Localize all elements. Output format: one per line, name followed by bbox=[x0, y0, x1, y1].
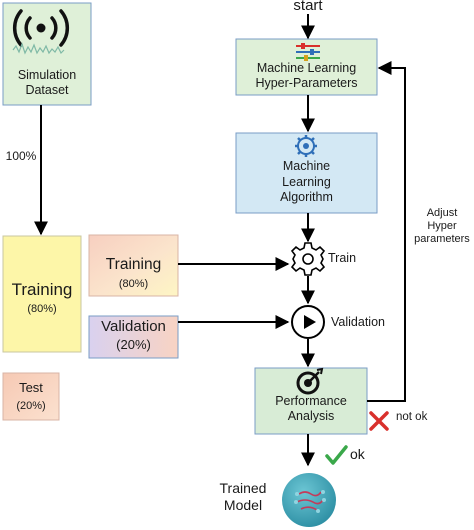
hyper-line-2: Hyper-Parameters bbox=[255, 76, 358, 90]
validation-sub-label: Validation (20%) bbox=[89, 318, 178, 353]
performance-line-2: Analysis bbox=[287, 409, 335, 423]
start-label: start bbox=[293, 0, 323, 14]
hyper-line-1: Machine Learning bbox=[256, 61, 357, 75]
ml-algorithm-label: Machine Learning Algorithm bbox=[236, 159, 377, 206]
performance-label: Performance Analysis bbox=[255, 394, 367, 424]
dataset-line-2: Dataset bbox=[25, 83, 69, 97]
algo-line-2: Learning bbox=[282, 174, 331, 189]
validation-sub-percent: (20%) bbox=[116, 337, 151, 352]
training-main-box bbox=[2, 235, 82, 353]
validation-sub-box bbox=[88, 315, 179, 359]
green-check-icon bbox=[325, 445, 348, 465]
training-sub-label: Training (80%) bbox=[89, 256, 178, 291]
test-box bbox=[2, 372, 60, 421]
training-sub-title: Training bbox=[105, 256, 162, 273]
validation-label: Validation bbox=[331, 315, 385, 329]
not-ok-label: not ok bbox=[396, 411, 428, 423]
training-main-title: Training bbox=[11, 280, 73, 299]
ok-label: ok bbox=[350, 446, 365, 462]
adjust-line-2: Hyper bbox=[427, 220, 457, 233]
trained-model-label: Trained Model bbox=[206, 480, 280, 514]
adjust-line-3: parameters bbox=[414, 233, 470, 246]
adjust-line-1: Adjust bbox=[426, 207, 458, 219]
training-sub-box bbox=[88, 234, 179, 297]
slider-controls-icon bbox=[296, 43, 320, 61]
model-line-2: Model bbox=[223, 496, 263, 513]
performance-line-1: Performance bbox=[275, 394, 347, 408]
validation-sub-title: Validation bbox=[101, 318, 166, 335]
algo-line-1: Machine bbox=[282, 159, 331, 173]
test-title: Test bbox=[19, 380, 43, 395]
arrow-feedback-loop bbox=[367, 61, 406, 402]
simulation-dataset-label: Simulation Dataset bbox=[3, 68, 91, 98]
wireless-signal-icon bbox=[12, 9, 69, 55]
split-percent-label: 100% bbox=[5, 149, 37, 163]
red-x-icon bbox=[369, 411, 389, 431]
training-main-label: Training (80%) bbox=[3, 280, 81, 317]
play-button-icon bbox=[291, 305, 325, 339]
test-label: Test (20%) bbox=[3, 380, 59, 413]
hyper-params-box bbox=[235, 38, 378, 96]
target-icon bbox=[296, 367, 324, 395]
training-main-percent: (80%) bbox=[27, 303, 57, 316]
model-line-1: Trained bbox=[219, 480, 267, 496]
dataset-line-1: Simulation bbox=[17, 68, 77, 82]
brain-gear-icon bbox=[295, 135, 317, 157]
hyper-params-label: Machine Learning Hyper-Parameters bbox=[236, 61, 377, 91]
adjust-label: Adjust Hyper parameters bbox=[410, 207, 474, 247]
test-percent: (20%) bbox=[16, 399, 46, 412]
training-sub-percent: (80%) bbox=[118, 277, 149, 290]
train-label: Train bbox=[328, 251, 357, 265]
algo-line-3: Algorithm bbox=[280, 190, 333, 205]
gear-icon bbox=[290, 242, 326, 276]
neural-model-icon bbox=[282, 473, 336, 527]
